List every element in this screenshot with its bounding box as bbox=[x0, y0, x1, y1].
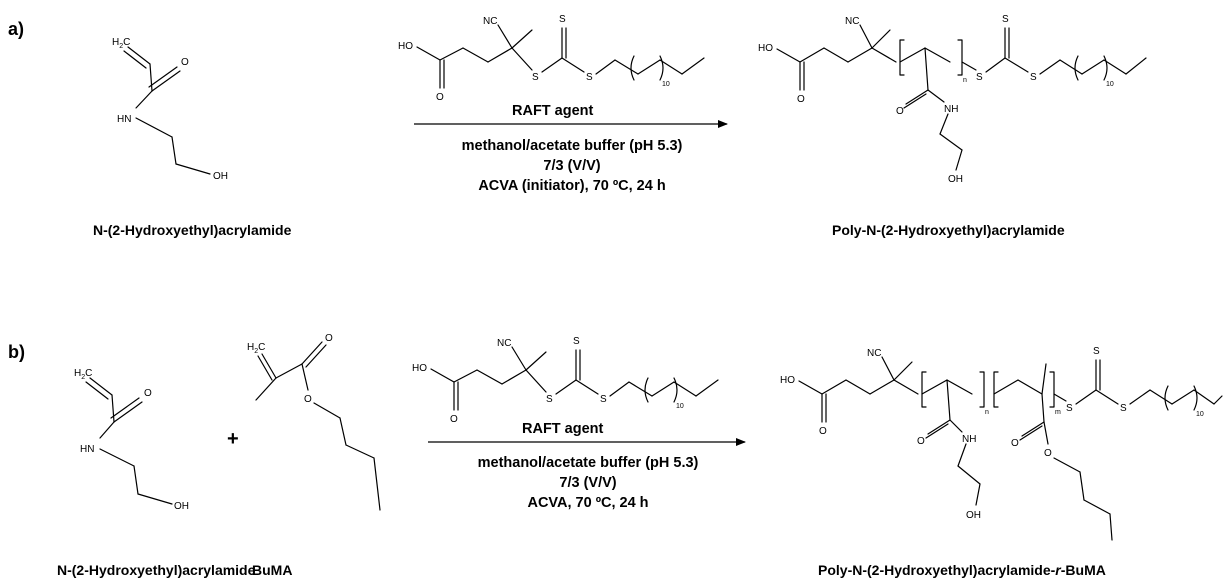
carbonyl-oxygen: O bbox=[181, 57, 189, 68]
svg-text:O: O bbox=[436, 92, 444, 103]
svg-text:O: O bbox=[917, 436, 925, 447]
product-name-a: Poly-N-(2-Hydroxyethyl)acrylamide bbox=[832, 222, 1065, 238]
panel-a-label: a) bbox=[8, 19, 24, 39]
hydroxyl: OH bbox=[213, 171, 228, 182]
svg-text:OH: OH bbox=[174, 501, 189, 512]
svg-text:S: S bbox=[546, 394, 553, 405]
raft-agent-structure-b: HO O NC S S S 10 bbox=[412, 336, 719, 425]
svg-text:O: O bbox=[450, 414, 458, 425]
svg-text:NH: NH bbox=[944, 104, 958, 115]
svg-text:H2C: H2C bbox=[74, 368, 92, 381]
svg-text:O: O bbox=[819, 426, 827, 437]
panel-b: b) H2C O HN OH N-(2-Hydroxyethyl)acrylam… bbox=[8, 333, 1223, 578]
svg-text:10: 10 bbox=[676, 403, 684, 410]
svg-text:HN: HN bbox=[80, 444, 94, 455]
svg-text:7/3 (V/V): 7/3 (V/V) bbox=[543, 158, 600, 174]
svg-text:S: S bbox=[1120, 403, 1127, 414]
svg-text:ACVA, 70 ºC, 24 h: ACVA, 70 ºC, 24 h bbox=[527, 495, 648, 511]
svg-text:n: n bbox=[985, 409, 989, 416]
monomer-name-buma: BuMA bbox=[252, 562, 292, 578]
svg-text:m: m bbox=[1055, 409, 1061, 416]
svg-text:10: 10 bbox=[1106, 81, 1114, 88]
svg-text:7/3 (V/V): 7/3 (V/V) bbox=[559, 475, 616, 491]
product-name-b: Poly-N-(2-Hydroxyethyl)acrylamide-r-BuMA bbox=[818, 562, 1106, 578]
svg-text:O: O bbox=[325, 333, 333, 344]
plus-sign: + bbox=[227, 428, 239, 450]
svg-text:H2C: H2C bbox=[247, 342, 265, 355]
svg-text:S: S bbox=[1030, 72, 1037, 83]
svg-text:O: O bbox=[797, 94, 805, 105]
svg-text:methanol/acetate buffer (pH 5.: methanol/acetate buffer (pH 5.3) bbox=[462, 138, 683, 154]
svg-text:S: S bbox=[532, 72, 539, 83]
buma-monomer-structure: H2C O O bbox=[247, 333, 381, 511]
svg-text:O: O bbox=[896, 106, 904, 117]
svg-text:S: S bbox=[573, 336, 580, 347]
svg-text:S: S bbox=[1066, 403, 1073, 414]
svg-text:NC: NC bbox=[483, 16, 497, 27]
svg-text:ACVA (initiator), 70 ºC, 24 h: ACVA (initiator), 70 ºC, 24 h bbox=[478, 178, 665, 194]
copolymer-product-structure: HO O NC n m S bbox=[780, 346, 1223, 541]
svg-text:HO: HO bbox=[780, 375, 795, 386]
svg-text:S: S bbox=[976, 72, 983, 83]
svg-text:HO: HO bbox=[412, 363, 427, 374]
svg-text:O: O bbox=[1011, 438, 1019, 449]
svg-text:OH: OH bbox=[966, 510, 981, 521]
hea-monomer-structure-b: H2C O HN OH bbox=[74, 368, 189, 512]
svg-text:S: S bbox=[600, 394, 607, 405]
svg-text:NC: NC bbox=[845, 16, 859, 27]
svg-text:NC: NC bbox=[867, 348, 881, 359]
raft-agent-label-a: RAFT agent bbox=[512, 103, 594, 119]
amide-nh: HN bbox=[117, 114, 131, 125]
hea-monomer-structure-a: H2C O HN OH bbox=[112, 37, 228, 182]
svg-text:OH: OH bbox=[948, 174, 963, 185]
raft-agent-label-b: RAFT agent bbox=[522, 421, 604, 437]
monomer-name-a: N-(2-Hydroxyethyl)acrylamide bbox=[93, 222, 292, 238]
raft-agent-structure-a: HO O NC S S S 10 bbox=[398, 14, 705, 103]
svg-text:O: O bbox=[304, 394, 312, 405]
svg-text:S: S bbox=[559, 14, 566, 25]
monomer-name-b: N-(2-Hydroxyethyl)acrylamide bbox=[57, 562, 256, 578]
panel-a: a) H2C O HN OH N-(2-Hydroxyethyl)acrylam… bbox=[8, 14, 1147, 238]
svg-text:HO: HO bbox=[758, 43, 773, 54]
svg-text:O: O bbox=[1044, 448, 1052, 459]
svg-text:O: O bbox=[144, 388, 152, 399]
svg-text:S: S bbox=[1002, 14, 1009, 25]
panel-b-label: b) bbox=[8, 342, 25, 362]
svg-text:NH: NH bbox=[962, 434, 976, 445]
svg-text:n: n bbox=[963, 77, 967, 84]
svg-text:H2C: H2C bbox=[112, 37, 130, 50]
svg-text:S: S bbox=[586, 72, 593, 83]
svg-text:10: 10 bbox=[662, 81, 670, 88]
svg-text:NC: NC bbox=[497, 338, 511, 349]
svg-text:10: 10 bbox=[1196, 411, 1204, 418]
phea-product-structure: HO O NC n S S S bbox=[758, 14, 1147, 185]
svg-text:S: S bbox=[1093, 346, 1100, 357]
svg-text:methanol/acetate buffer (pH 5.: methanol/acetate buffer (pH 5.3) bbox=[478, 455, 699, 471]
svg-text:HO: HO bbox=[398, 41, 413, 52]
